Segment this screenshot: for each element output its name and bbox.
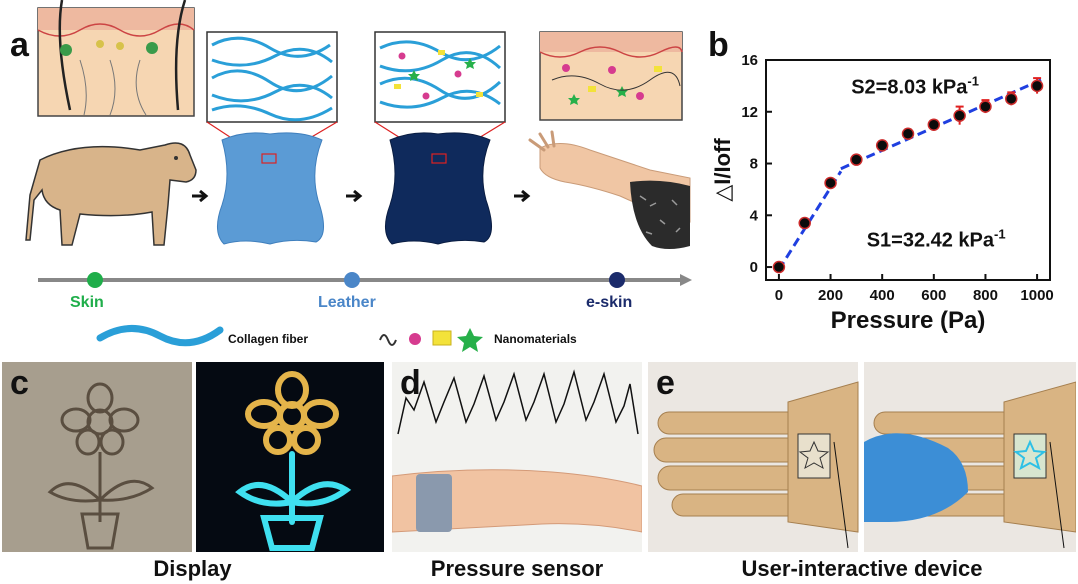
user-interactive-device-photos — [648, 362, 1076, 552]
caption-pressure-sensor: Pressure sensor — [430, 556, 604, 581]
timeline-marker-eskin — [609, 272, 625, 288]
blue-glove-hand — [864, 433, 968, 522]
data-point — [772, 260, 786, 274]
glowing-flower-icon — [235, 371, 352, 551]
data-point — [979, 100, 992, 113]
data-point — [850, 153, 863, 166]
arm-e-skin-photo — [528, 130, 691, 249]
flower-drawing-photo — [2, 362, 192, 552]
display-photos — [2, 362, 384, 552]
legend-nanomaterials: Nanomaterials — [494, 332, 577, 346]
y-axis-label: △I/Ioff — [710, 138, 735, 202]
star-touch-pad-off — [797, 433, 831, 479]
nanosheet-icon — [432, 330, 452, 346]
y-tick-label: 8 — [750, 156, 758, 173]
skin-cross-section — [37, 0, 195, 117]
timeline — [38, 272, 692, 288]
data-point — [953, 109, 966, 122]
data-point — [875, 139, 889, 152]
sensitivity-annotation: S2=8.03 kPa-1 — [851, 74, 979, 99]
chart-labels: S2=8.03 kPa-1S1=32.42 kPa-1 — [851, 74, 1005, 252]
timeline-label-leather: Leather — [318, 294, 376, 311]
data-point — [798, 216, 811, 230]
timeline-marker-skin — [87, 272, 103, 288]
data-point — [1005, 92, 1018, 106]
chart-points — [772, 77, 1044, 274]
wrist-sensor-band — [416, 474, 452, 532]
y-tick-label: 16 — [741, 52, 758, 69]
panel-letter-e: e — [656, 364, 675, 402]
nanostar-icon — [457, 328, 483, 352]
pulse-waveform-icon — [397, 369, 639, 435]
data-point — [927, 118, 941, 131]
sensitivity-annotation: S1=32.42 kPa-1 — [867, 226, 1006, 251]
timeline-label-e-skin: e-skin — [586, 294, 633, 311]
x-tick-label: 200 — [818, 287, 843, 304]
panel-letter-a: a — [10, 26, 29, 64]
cow-illustration — [25, 142, 197, 246]
y-tick-label: 12 — [741, 104, 758, 121]
nanomaterial-zoom-box — [374, 31, 506, 159]
panel-a-illustration — [25, 0, 692, 352]
data-point — [824, 176, 837, 190]
x-tick-label: 400 — [870, 287, 895, 304]
timeline-marker-leather — [344, 272, 360, 288]
collagen-fiber-icon — [96, 324, 224, 347]
x-axis-label: Pressure (Pa) — [831, 307, 986, 334]
y-tick-label: 0 — [750, 259, 758, 276]
x-tick-label: 600 — [921, 287, 946, 304]
nanowire-icon — [379, 334, 397, 346]
data-point — [901, 127, 915, 141]
panel-letter-c: c — [10, 364, 29, 402]
caption-display: Display — [153, 556, 232, 581]
pressure-sensor-photo — [392, 362, 642, 552]
arrow-icon — [192, 189, 531, 203]
x-tick-label: 800 — [973, 287, 998, 304]
leather-hide-light — [217, 132, 324, 245]
x-tick-label: 0 — [775, 287, 783, 304]
chart-frame — [765, 59, 1051, 281]
collagen-zoom-box — [206, 31, 338, 159]
legend-collagen-fiber: Collagen fiber — [228, 332, 309, 346]
e-skin-cross-section — [539, 31, 683, 121]
timeline-label-skin: Skin — [70, 294, 104, 311]
x-tick-label: 1000 — [1020, 287, 1053, 304]
panel-letter-b: b — [708, 26, 729, 64]
nanoparticle-icon — [409, 333, 421, 345]
y-tick-label: 4 — [750, 207, 759, 224]
data-point — [1030, 79, 1044, 93]
caption-user-interactive-device: User-interactive device — [741, 556, 983, 581]
panel-letter-d: d — [400, 364, 421, 402]
flower-drawing-icon — [47, 382, 155, 550]
leather-hide-dark — [385, 132, 492, 245]
